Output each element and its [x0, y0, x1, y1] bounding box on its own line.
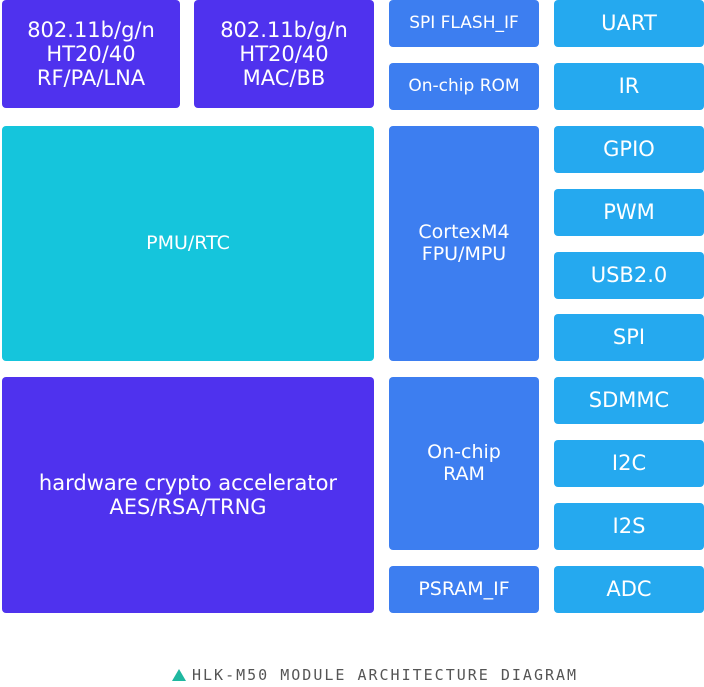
peripheral-usb: USB2.0	[554, 252, 704, 299]
cpu-line-1: CortexM4	[418, 220, 510, 243]
crypto-line-1: hardware crypto accelerator	[38, 470, 338, 495]
peripheral-label: ADC	[606, 577, 652, 602]
mac-line-3: MAC/BB	[242, 66, 326, 91]
peripheral-label: USB2.0	[590, 263, 668, 288]
peripheral-pwm: PWM	[554, 189, 704, 236]
on-chip-rom-label: On-chip ROM	[408, 75, 520, 96]
mac-bb-block: 802.11b/g/n HT20/40 MAC/BB	[194, 0, 374, 108]
spi-flash-if-block: SPI FLASH_IF	[389, 0, 539, 47]
caption-text: HLK-M50 MODULE ARCHITECTURE DIAGRAM	[192, 666, 579, 684]
peripheral-i2s: I2S	[554, 503, 704, 550]
ram-line-2: RAM	[443, 462, 485, 485]
mac-line-1: 802.11b/g/n	[220, 17, 348, 42]
on-chip-ram-block: On-chip RAM	[389, 377, 539, 550]
peripheral-sdmmc: SDMMC	[554, 377, 704, 424]
crypto-accelerator-block: hardware crypto accelerator AES/RSA/TRNG	[2, 377, 374, 613]
peripheral-ir: IR	[554, 63, 704, 110]
peripheral-label: PWM	[603, 200, 655, 225]
peripheral-gpio: GPIO	[554, 126, 704, 173]
crypto-line-2: AES/RSA/TRNG	[109, 495, 267, 519]
mac-line-2: HT20/40	[239, 41, 329, 66]
ram-line-1: On-chip	[427, 440, 501, 463]
peripheral-label: I2S	[612, 514, 646, 539]
peripheral-label: GPIO	[603, 137, 655, 162]
diagram-caption: HLK-M50 MODULE ARCHITECTURE DIAGRAM	[172, 664, 578, 686]
peripheral-label: SDMMC	[588, 388, 670, 413]
triangle-icon	[172, 669, 186, 681]
psram-if-label: PSRAM_IF	[418, 577, 510, 600]
peripheral-spi: SPI	[554, 314, 704, 361]
rf-line-3: RF/PA/LNA	[36, 66, 146, 91]
peripheral-adc: ADC	[554, 566, 704, 613]
psram-if-block: PSRAM_IF	[389, 566, 539, 613]
rf-line-2: HT20/40	[46, 41, 136, 66]
rf-block: 802.11b/g/n HT20/40 RF/PA/LNA	[2, 0, 180, 108]
peripheral-label: UART	[601, 11, 657, 36]
pmu-rtc-label: PMU/RTC	[146, 231, 230, 254]
pmu-rtc-block: PMU/RTC	[2, 126, 374, 361]
peripheral-label: SPI	[612, 325, 646, 350]
peripheral-label: I2C	[611, 451, 647, 476]
spi-flash-if-label: SPI FLASH_IF	[409, 12, 519, 33]
cpu-block: CortexM4 FPU/MPU	[389, 126, 539, 361]
peripheral-label: IR	[618, 74, 640, 99]
cpu-line-2: FPU/MPU	[421, 242, 507, 265]
peripheral-uart: UART	[554, 0, 704, 47]
rf-line-1: 802.11b/g/n	[27, 17, 155, 42]
peripheral-i2c: I2C	[554, 440, 704, 487]
on-chip-rom-block: On-chip ROM	[389, 63, 539, 110]
